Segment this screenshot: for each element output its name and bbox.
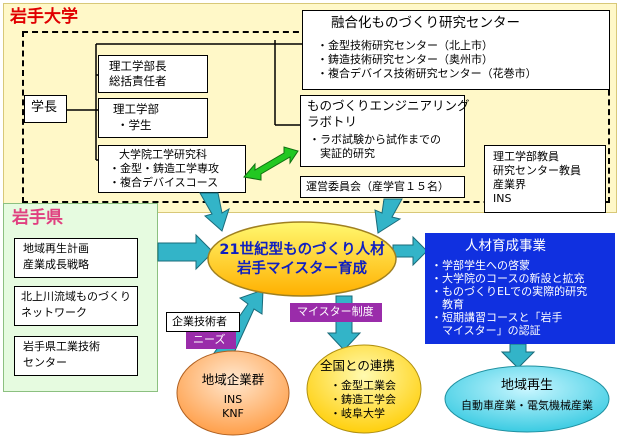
lab-title: ラボトリ (307, 114, 358, 129)
hr-program-item: マイスター」の認証 (431, 324, 541, 337)
needs-label-box: ニーズ (186, 332, 236, 349)
national-title: 全国との連携 (320, 358, 395, 373)
grad-school-box: 大学院工学研究科 ・金型・鋳造工学専攻 ・複合デバイスコース (98, 145, 246, 193)
pref-item-box: 北上川流域ものづくり ネットワーク (14, 286, 138, 326)
engineers-label-box: 企業技術者 (166, 312, 240, 332)
core-subtitle: 岩手マイスター育成 (236, 261, 368, 277)
prefecture-title: 岩手県 (12, 208, 63, 228)
arrow-core-to-hr (392, 235, 428, 267)
pref-item-line: ネットワーク (21, 306, 87, 319)
dean-line: 総括責任者 (109, 74, 167, 88)
hr-program-item: ・ものづくりELでの実際的研究 (431, 285, 588, 298)
national-item: ・鋳造工学会 (330, 393, 396, 406)
faculty-line: 理工学部 (113, 102, 159, 116)
hr-program-title: 人材育成事業 (465, 238, 546, 254)
pref-item-line: 産業成長戦略 (23, 258, 89, 271)
hr-program-item: 教育 (431, 298, 464, 311)
local-companies-ellipse (176, 350, 290, 436)
lab-desc: 実証的研究 (309, 147, 375, 160)
green-double-arrow (243, 146, 299, 181)
fusion-center-title: 融合化ものづくり研究センター (331, 15, 520, 31)
fusion-center-item: ・金型技術研究センター（北上市） (317, 39, 493, 52)
national-item: ・金型工業会 (330, 379, 396, 392)
grad-school-line: 大学院工学研究科 (119, 148, 207, 161)
grad-school-line: ・金型・鋳造工学専攻 (109, 162, 219, 175)
regional-ellipse (444, 365, 610, 433)
hr-program-box: 人材育成事業 ・学部学生への啓蒙 ・大学院のコースの新設と拡充 ・ものづくりEL… (425, 233, 615, 344)
members-box: 理工学部教員 研究センター教員 産業界 INS (484, 145, 606, 213)
grad-school-line: ・複合デバイスコース (109, 176, 219, 189)
faculty-box: 理工学部 ・学生 (98, 98, 208, 138)
national-ellipse (306, 344, 422, 434)
arrow-committee-to-core (374, 198, 403, 234)
pref-item-box: 岩手県工業技術 センター (14, 336, 138, 376)
pref-item-line: 北上川流域ものづくり (21, 290, 131, 303)
needs-label: ニーズ (193, 333, 226, 346)
meister-label: マイスター制度 (297, 305, 374, 318)
meister-label-box: マイスター制度 (290, 303, 382, 322)
faculty-line: ・学生 (117, 118, 152, 132)
regional-title: 地域再生 (500, 378, 553, 393)
members-line: 理工学部教員 (493, 150, 559, 163)
local-companies-title: 地域企業群 (201, 372, 265, 387)
members-line: INS (493, 192, 512, 205)
arrow-hr-to-regional (500, 343, 536, 369)
national-item: ・岐阜大学 (330, 407, 385, 420)
committee-box: 運営委員会（産学官１５名） (300, 176, 465, 198)
pref-item-line: 地域再生計画 (23, 242, 89, 255)
fusion-center-box: 融合化ものづくり研究センター ・金型技術研究センター（北上市） ・鋳造技術研究セ… (302, 10, 610, 90)
lab-desc: ・ラボ試験から試作までの (309, 133, 441, 146)
hr-program-item: ・学部学生への啓蒙 (431, 259, 530, 272)
president-box: 学長 (24, 95, 67, 123)
core-ellipse (207, 221, 397, 297)
dean-line: 理工学部長 (109, 59, 167, 73)
hr-program-item: ・大学院のコースの新設と拡充 (431, 272, 585, 285)
core-title: 21世紀型ものづくり人材 (219, 242, 385, 258)
lab-title: ものづくりエンジニアリング (307, 98, 470, 113)
local-companies-line: INS (223, 393, 243, 406)
dean-box: 理工学部長 総括責任者 (98, 55, 208, 93)
arrow-pref-to-core (157, 233, 214, 271)
pref-item-line: センター (23, 356, 67, 369)
hr-program-item: ・短期講習コースと「岩手 (431, 311, 563, 324)
pref-item-box: 地域再生計画 産業成長戦略 (14, 238, 138, 278)
engineers-label: 企業技術者 (172, 315, 227, 328)
arrow-grad-to-core (199, 192, 230, 232)
pref-item-line: 岩手県工業技術 (23, 340, 100, 353)
fusion-center-item: ・鋳造技術研究センター（奥州市） (317, 53, 493, 66)
members-line: 産業界 (493, 178, 526, 191)
university-title: 岩手大学 (10, 7, 78, 27)
lab-box: ものづくりエンジニアリング ラボトリ ・ラボ試験から試作までの 実証的研究 (300, 95, 470, 167)
regional-subtitle: 自動車産業・電気機械産業 (461, 399, 593, 412)
president-label: 学長 (31, 100, 58, 115)
committee-label: 運営委員会（産学官１５名） (306, 180, 449, 193)
members-line: 研究センター教員 (493, 164, 581, 177)
fusion-center-item: ・複合デバイス技術研究センター（花巻市） (317, 67, 537, 80)
local-companies-line: KNF (222, 407, 244, 420)
